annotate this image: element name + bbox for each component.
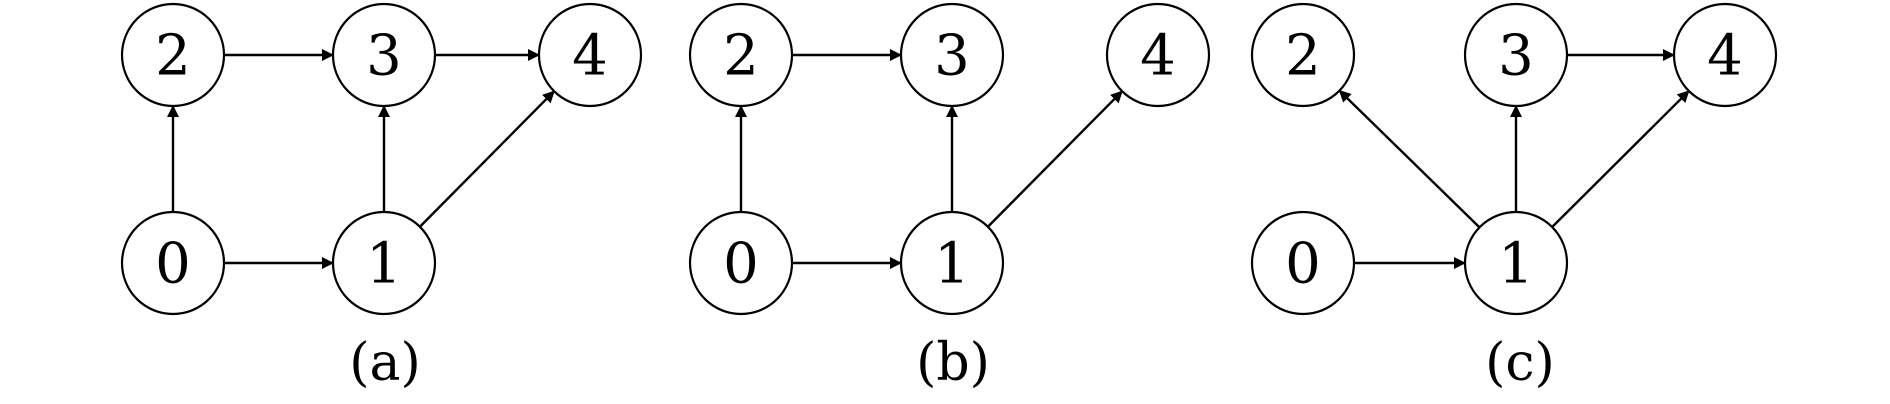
node-circle: [331, 210, 437, 316]
node-label: 4: [1140, 24, 1176, 89]
node-label: 0: [1285, 232, 1321, 297]
node-3: 3: [899, 2, 1005, 108]
node-circle: [1463, 2, 1569, 108]
node-2: 2: [120, 2, 226, 108]
node-circle: [120, 210, 226, 316]
panel-a: 0 1 2 3 4 (a): [120, 2, 643, 393]
node-label: 4: [572, 24, 608, 89]
node-circle: [1672, 2, 1778, 108]
node-label: 3: [366, 24, 402, 89]
node-label: 0: [155, 232, 191, 297]
node-2: 2: [1250, 2, 1356, 108]
node-2: 2: [688, 2, 794, 108]
node-0: 0: [120, 210, 226, 316]
node-circle: [1250, 210, 1356, 316]
node-circle: [688, 210, 794, 316]
node-4: 4: [1105, 2, 1211, 108]
node-circle: [899, 210, 1005, 316]
node-circle: [899, 2, 1005, 108]
node-label: 1: [934, 232, 970, 297]
node-label: 2: [723, 24, 759, 89]
edge-1-to-2: [1338, 89, 1481, 229]
edge-1-to-4: [419, 90, 555, 228]
node-label: 0: [723, 232, 759, 297]
node-0: 0: [1250, 210, 1356, 316]
node-label: 2: [1285, 24, 1321, 89]
panel-caption: (a): [349, 333, 421, 393]
node-circle: [688, 2, 794, 108]
node-label: 1: [366, 232, 402, 297]
node-0: 0: [688, 210, 794, 316]
node-label: 3: [934, 24, 970, 89]
panel-c: 0 1 2 3 4 (c): [1250, 2, 1778, 393]
node-circle: [1250, 2, 1356, 108]
node-4: 4: [537, 2, 643, 108]
node-circle: [120, 2, 226, 108]
node-label: 4: [1707, 24, 1743, 89]
panel-caption: (b): [916, 333, 990, 393]
node-3: 3: [331, 2, 437, 108]
panel-caption: (c): [1485, 333, 1555, 393]
node-circle: [331, 2, 437, 108]
node-label: 2: [155, 24, 191, 89]
node-circle: [1105, 2, 1211, 108]
node-3: 3: [1463, 2, 1569, 108]
node-1: 1: [331, 210, 437, 316]
node-circle: [537, 2, 643, 108]
node-label: 3: [1498, 24, 1534, 89]
node-circle: [1463, 210, 1569, 316]
panel-b: 0 1 2 3 4 (b): [688, 2, 1211, 393]
node-1: 1: [899, 210, 1005, 316]
edge-1-to-4: [1551, 90, 1690, 228]
edge-1-to-4: [987, 90, 1123, 228]
node-label: 1: [1498, 232, 1534, 297]
node-1: 1: [1463, 210, 1569, 316]
node-4: 4: [1672, 2, 1778, 108]
